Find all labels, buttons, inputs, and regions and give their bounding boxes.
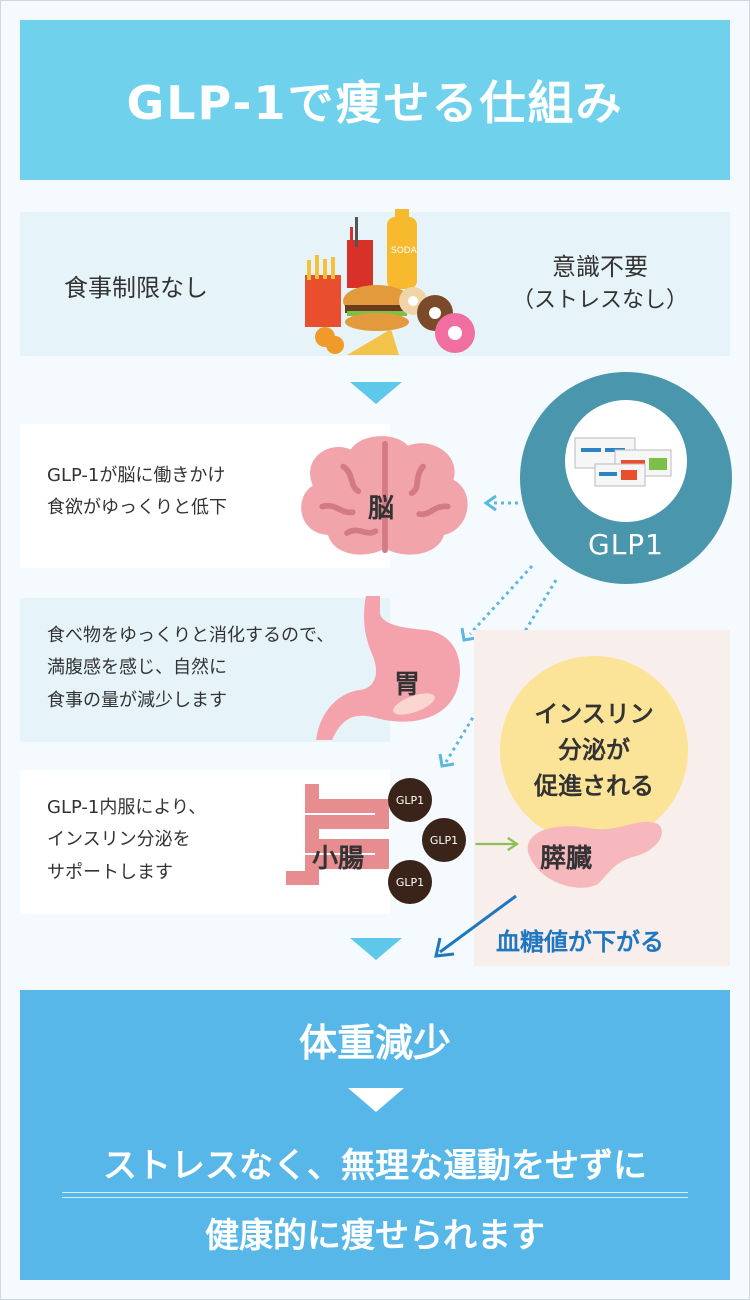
pancreas-icon — [527, 821, 662, 888]
medicine-box-illustration — [565, 400, 687, 522]
no-effort-text: 意識不要 （ストレスなし） — [510, 250, 690, 317]
intestine-line-1: GLP-1内服により、 — [47, 797, 207, 818]
green-arrow-icon — [475, 836, 520, 852]
glp1-pill-2: GLP1 — [422, 818, 466, 862]
small-intestine-label: 小腸 — [312, 844, 365, 874]
brain-icon — [301, 436, 468, 555]
arrow-down-1 — [350, 382, 402, 404]
stomach-line-2: 満腹感を感じ、自然に — [47, 657, 227, 679]
stomach-line-1: 食べ物をゆっくりと消化するので、 — [47, 625, 335, 646]
small-intestine-icon — [286, 784, 389, 885]
glp1-pill-3: GLP1 — [388, 860, 432, 904]
healthy-text: 健康的に痩せられます — [205, 1216, 545, 1256]
insulin-bubble: インスリン 分泌が 促進される — [500, 656, 688, 844]
no-diet-text: 食事制限なし — [64, 274, 208, 302]
no-effort-main: 意識不要 — [552, 253, 648, 281]
arrow-down-white — [348, 1088, 404, 1112]
intro-panel: 食事制限なし 意識不要 （ストレスなし） — [20, 212, 730, 356]
no-stress-text: ストレスなく、無理な運動をせずに — [103, 1146, 647, 1186]
intestine-text: GLP-1内服により、 インスリン分泌を サポートします — [47, 792, 206, 889]
insulin-line-3: 促進される — [534, 772, 654, 800]
result-panel: 体重減少 ストレスなく、無理な運動をせずに 健康的に痩せられます — [20, 990, 730, 1280]
brain-label: 脳 — [368, 494, 395, 524]
brain-text: GLP-1が脳に働きかけ 食欲がゆっくりと低下 — [47, 460, 227, 525]
arrow-down-2 — [350, 938, 402, 960]
junk-food-illustration: SODA — [305, 209, 475, 355]
stomach-icon — [316, 596, 461, 740]
stomach-text: 食べ物をゆっくりと消化するので、 満腹感を感じ、自然に 食事の量が減少します — [47, 620, 334, 717]
glp1-pill-1: GLP1 — [388, 778, 432, 822]
glp1-circle: GLP1 — [520, 372, 732, 584]
svg-text:SODA: SODA — [391, 246, 418, 256]
stomach-label: 胃 — [394, 670, 421, 700]
glp1-label: GLP1 — [588, 528, 664, 561]
intestine-line-2: インスリン分泌を — [47, 829, 191, 851]
page-title: GLP-1で痩せる仕組み — [126, 76, 624, 130]
blood-sugar-text: 血糖値が下がる — [496, 928, 664, 956]
brain-line-1: GLP-1が脳に働きかけ — [47, 465, 226, 486]
medicine-box-icon — [574, 437, 672, 487]
no-stress-sub: （ストレスなし） — [511, 287, 688, 313]
title-banner: GLP-1で痩せる仕組み — [20, 20, 730, 180]
insulin-line-1: インスリン — [534, 700, 654, 728]
blood-sugar-arrow-icon — [434, 894, 517, 958]
pancreas-label: 膵臓 — [540, 844, 593, 874]
intestine-line-3: サポートします — [47, 861, 173, 883]
divider-line-1 — [62, 1192, 688, 1193]
insulin-line-2: 分泌が — [558, 736, 630, 764]
stomach-line-3: 食事の量が減少します — [47, 689, 227, 711]
insulin-text: インスリン 分泌が 促進される — [534, 696, 654, 804]
divider-line-2 — [62, 1197, 688, 1198]
weight-loss-heading: 体重減少 — [298, 1021, 451, 1065]
brain-line-2: 食欲がゆっくりと低下 — [47, 497, 227, 519]
